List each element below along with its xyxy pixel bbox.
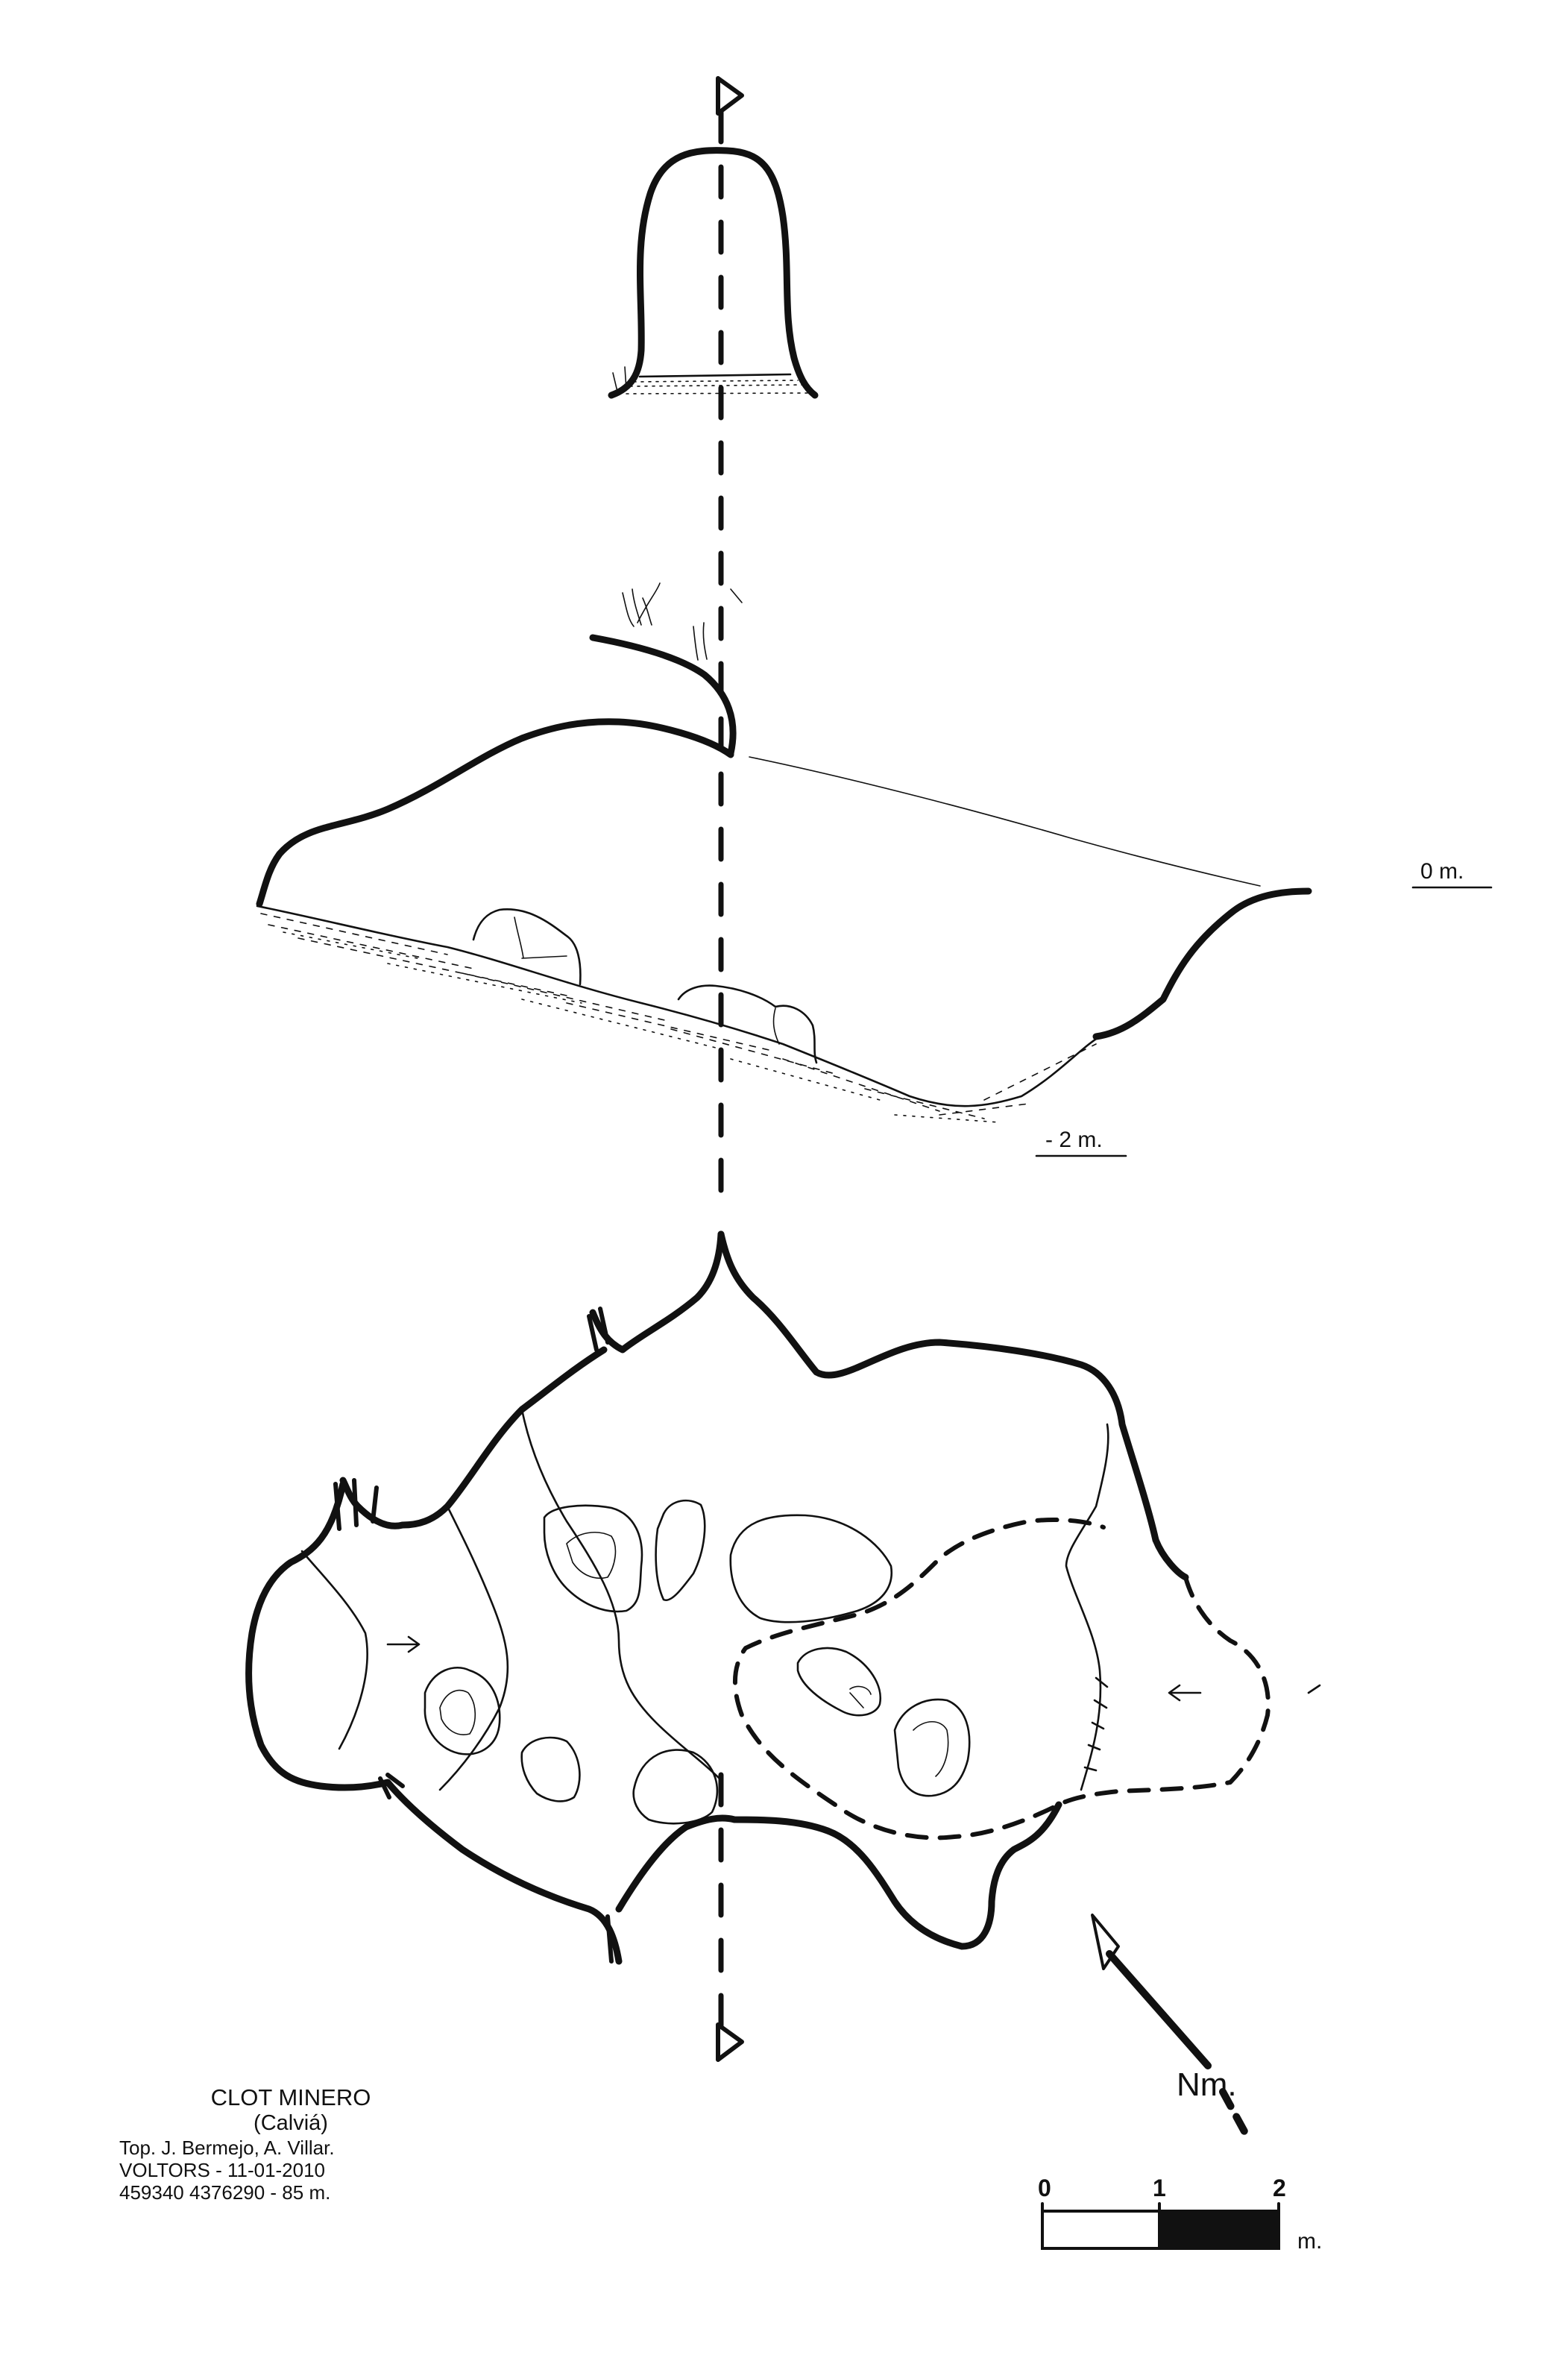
- scale-segment-white: [1041, 2210, 1161, 2250]
- survey-info-block: CLOT MINERO (Calviá) Top. J. Bermejo, A.…: [119, 2084, 462, 2204]
- municipality: (Calviá): [254, 2110, 328, 2135]
- plan-block-7-inner: [849, 1685, 872, 1708]
- depth-label-bottom: - 2 m.: [1045, 1128, 1103, 1152]
- cross-section-outline: [608, 147, 819, 399]
- cross-section-wall-hatch: [612, 366, 627, 392]
- profile-block-left-detail: [514, 917, 567, 959]
- profile-floor: [256, 905, 1101, 1107]
- cross-section-floor-line: [638, 373, 792, 378]
- plan-slope-hatch: [1083, 1676, 1109, 1772]
- north-arrow-shaft: [1106, 1950, 1212, 2069]
- cross-section-sediment: [626, 380, 810, 394]
- plan-block-1: [543, 1504, 643, 1613]
- plan-ledge-center: [520, 1408, 721, 1780]
- plan-outer-wall-southwest: [245, 1480, 623, 1965]
- vegetation-icon: [622, 582, 743, 661]
- plan-notch-north: [587, 1307, 610, 1352]
- plan-ledge-east: [1065, 1423, 1109, 1791]
- north-label: Nm.: [1177, 2066, 1237, 2103]
- plan-block-8-inner: [913, 1720, 949, 1777]
- depth-label-top: 0 m.: [1420, 859, 1464, 884]
- profile-ceiling: [256, 718, 734, 908]
- scale-label-0: 0: [1038, 2175, 1051, 2201]
- plan-block-7: [796, 1647, 882, 1717]
- flow-arrow-west-icon: [1168, 1684, 1202, 1702]
- scale-label-2: 2: [1273, 2175, 1286, 2201]
- plan-view: [245, 1230, 1321, 1965]
- profile-sediment-dots: [283, 931, 1000, 1123]
- plan-block-1-inner: [566, 1532, 617, 1579]
- section-marker-top-icon: [716, 76, 744, 116]
- plan-block-4: [424, 1667, 501, 1755]
- section-axis: [716, 76, 744, 2062]
- north-arrow: Nm.: [1091, 1914, 1249, 2137]
- plan-ledge-center-west: [438, 1505, 509, 1791]
- north-arrow-tail: [1219, 2088, 1249, 2137]
- scale-bar: 0 1 2 m.: [1038, 2175, 1322, 2254]
- cave-title: CLOT MINERO: [210, 2084, 371, 2110]
- plan-notch-south: [605, 1914, 614, 1964]
- plan-outer-wall-east: [1152, 1536, 1189, 1581]
- flow-arrow-east-icon: [386, 1635, 421, 1653]
- plan-block-8: [893, 1698, 971, 1797]
- profile-block-right-detail: [772, 1007, 780, 1045]
- plan-block-2: [655, 1499, 706, 1602]
- group-date: VOLTORS - 11-01-2010: [119, 2158, 326, 2181]
- plan-ledge-west: [300, 1550, 368, 1750]
- profile-sediment: [260, 913, 1097, 1119]
- plan-tick-east: [1307, 1684, 1321, 1694]
- surface-line: [749, 756, 1261, 887]
- plan-outer-wall-west: [399, 1346, 608, 1529]
- plan-block-6: [632, 1749, 719, 1825]
- scale-segment-black: [1158, 2210, 1280, 2250]
- plan-outer-wall-south: [615, 1801, 1062, 1950]
- plan-block-4-inner: [439, 1689, 476, 1735]
- coordinates: 459340 4376290 - 85 m.: [119, 2181, 331, 2204]
- scale-unit: m.: [1297, 2229, 1322, 2254]
- plan-lower-level-outline: [732, 1517, 1271, 1840]
- scale-label-1: 1: [1153, 2175, 1166, 2201]
- entrance-lip: [589, 634, 737, 757]
- plan-notch-west: [333, 1478, 379, 1531]
- plan-notch-southwest: [378, 1773, 405, 1799]
- section-marker-bottom-icon: [716, 2022, 744, 2062]
- topographers: Top. J. Bermejo, A. Villar.: [119, 2136, 335, 2159]
- plan-block-5: [520, 1736, 581, 1802]
- plan-block-3: [729, 1514, 893, 1623]
- profile-section: 0 m. - 2 m.: [256, 582, 1493, 1157]
- profile-block-left: [472, 908, 582, 986]
- plan-wall-notch-left: [339, 1477, 406, 1530]
- plan-outer-wall-north: [717, 1230, 1159, 1544]
- cross-section: [608, 147, 819, 399]
- profile-right-wall: [1092, 887, 1312, 1040]
- plan-outer-wall-northwest: [589, 1230, 725, 1354]
- profile-block-right: [677, 984, 818, 1064]
